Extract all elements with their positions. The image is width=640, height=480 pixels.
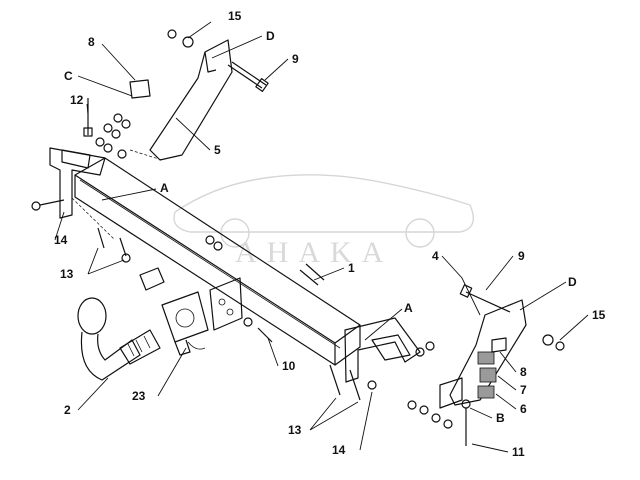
- callout-8-top: 8: [88, 35, 95, 49]
- callout-a-left: A: [160, 181, 169, 195]
- callout-5: 5: [214, 143, 221, 157]
- callout-15-top: 15: [228, 9, 242, 23]
- callout-15-right: 15: [592, 308, 606, 322]
- callout-8-right: 8: [520, 365, 527, 379]
- callout-labels: 15 8 D 9 C 12 5 A 14 13 1 4 9 D 15 A 10 …: [54, 9, 606, 459]
- electric-socket: [161, 291, 209, 356]
- callout-12: 12: [70, 93, 84, 107]
- callout-10: 10: [282, 359, 296, 373]
- callout-11: 11: [512, 445, 525, 459]
- right-side-plate: [344, 317, 421, 383]
- leader-lines: [54, 21, 589, 453]
- callout-a-right: A: [404, 301, 413, 315]
- ball-neck: [77, 297, 161, 381]
- callout-1: 1: [348, 261, 355, 275]
- callout-14-left: 14: [54, 233, 68, 247]
- callout-14-right: 14: [332, 443, 346, 457]
- upper-left-arm: [129, 39, 233, 161]
- callout-c: C: [64, 69, 73, 83]
- callout-6: 6: [520, 402, 527, 416]
- callout-b: B: [496, 411, 505, 425]
- callout-13-right: 13: [288, 423, 302, 437]
- callout-d-right: D: [568, 275, 577, 289]
- callout-4: 4: [432, 249, 439, 263]
- tow-bracket: [139, 267, 243, 331]
- callout-9-top: 9: [292, 52, 299, 66]
- callout-d-top: D: [266, 29, 275, 43]
- right-arm: [439, 299, 527, 409]
- callout-13-left: 13: [60, 267, 74, 281]
- main-crossbeam: [74, 157, 361, 366]
- callout-9-right: 9: [518, 249, 525, 263]
- callout-23: 23: [132, 389, 146, 403]
- callout-2: 2: [64, 403, 71, 417]
- left-side-plate: [49, 147, 116, 241]
- watermark-text: AHAKA: [235, 236, 393, 269]
- fasteners: [31, 29, 565, 446]
- callout-7: 7: [520, 383, 527, 397]
- watermark: AHAKA: [173, 174, 474, 269]
